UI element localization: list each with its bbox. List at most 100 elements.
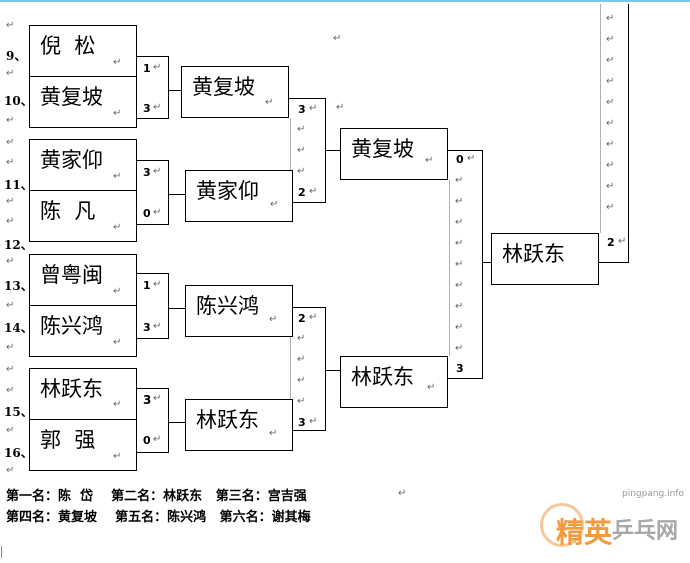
round1-player-box: 黄复坡 — [29, 76, 137, 128]
paragraph-mark: ↵ — [606, 76, 615, 87]
paragraph-mark: ↵ — [467, 153, 476, 164]
paragraph-mark: ↵ — [455, 343, 464, 354]
paragraph-mark: ↵ — [6, 425, 15, 436]
paragraph-mark: ↵ — [6, 115, 15, 126]
paragraph-mark: ↵ — [309, 312, 318, 323]
paragraph-mark: ↵ — [297, 396, 306, 407]
paragraph-mark: ↵ — [455, 196, 464, 207]
paragraph-mark: ↵ — [6, 68, 15, 79]
paragraph-mark: ↵ — [113, 222, 122, 233]
paragraph-mark: ↵ — [455, 301, 464, 312]
paragraph-mark: ↵ — [455, 217, 464, 228]
paragraph-mark: ↵ — [297, 375, 306, 386]
paragraph-mark: ↵ — [618, 236, 627, 247]
paragraph-mark: ↵ — [113, 171, 122, 182]
round1-player-box: 陈 凡 — [29, 190, 137, 242]
paragraph-mark: ↵ — [153, 434, 162, 445]
match-score: 1 — [143, 62, 151, 75]
paragraph-mark: ↵ — [6, 137, 15, 148]
paragraph-mark: ↵ — [297, 333, 306, 344]
seed-number: 10、 — [4, 94, 33, 108]
match-score: 2 — [298, 186, 306, 199]
page-top-border — [0, 0, 690, 2]
paragraph-mark: ↵ — [427, 382, 436, 393]
paragraph-mark: ↵ — [297, 166, 306, 177]
paragraph-mark: ↵ — [153, 62, 162, 73]
paragraph-mark: ↵ — [153, 207, 162, 218]
seed-number: 14、 — [4, 321, 33, 335]
watermark-site: pingpang.info — [621, 489, 684, 499]
match-score: 3 — [143, 166, 151, 179]
paragraph-mark: ↵ — [455, 175, 464, 186]
round2-player-box: 陈兴鸿 — [185, 285, 293, 337]
paragraph-mark: ↵ — [6, 256, 15, 267]
paragraph-mark: ↵ — [297, 124, 306, 135]
seed-number: 9、 — [6, 49, 27, 63]
paragraph-mark: ↵ — [153, 321, 162, 332]
match-score: 2 — [298, 312, 306, 325]
paragraph-mark: ↵ — [455, 259, 464, 270]
paragraph-mark: ↵ — [336, 102, 345, 113]
round1-player-box: 郭 强 — [29, 419, 137, 471]
paragraph-mark: ↵ — [153, 102, 162, 113]
paragraph-mark: ↵ — [309, 416, 318, 427]
round1-player-box: 黄家仰 — [29, 139, 137, 191]
paragraph-mark: ↵ — [6, 157, 15, 168]
paragraph-mark: ↵ — [6, 385, 15, 396]
match-score: 0 — [143, 434, 151, 447]
seed-number: 13、 — [4, 279, 33, 293]
round4-player-box: 林跃东 — [491, 233, 599, 285]
paragraph-mark: ↵ — [606, 181, 615, 192]
results-line-2: 第四名：黄复坡 第五名：陈兴鸿 第六名：谢其梅 — [6, 510, 311, 525]
ping-pong-paddle-icon — [540, 503, 584, 547]
seed-number: 15、 — [4, 405, 33, 419]
text-cursor — [1, 546, 2, 558]
paragraph-mark: ↵ — [269, 314, 278, 325]
watermark-logo: pingpang.info 精英 乒乓网 — [536, 489, 686, 559]
paragraph-mark: ↵ — [6, 300, 15, 311]
paragraph-mark: ↵ — [455, 322, 464, 333]
watermark-brand-main: 精英 — [556, 516, 613, 549]
paragraph-mark: ↵ — [606, 139, 615, 150]
paragraph-mark: ↵ — [265, 97, 274, 108]
paragraph-mark: ↵ — [6, 20, 15, 31]
paragraph-mark: ↵ — [398, 488, 407, 499]
paragraph-mark: ↵ — [113, 337, 122, 348]
paragraph-mark: ↵ — [333, 33, 342, 44]
paragraph-mark: ↵ — [606, 13, 615, 24]
results-line-1: 第一名：陈 岱 第二名：林跃东 第三名：宫吉强 — [6, 489, 307, 504]
seed-number: 16、 — [4, 446, 33, 460]
paragraph-mark: ↵ — [6, 364, 15, 375]
match-score: 3 — [456, 362, 464, 375]
paragraph-mark: ↵ — [297, 145, 306, 156]
match-score: 0 — [143, 207, 151, 220]
paragraph-mark: ↵ — [6, 196, 15, 207]
paragraph-mark: ↵ — [153, 393, 162, 404]
match-score: 3 — [143, 102, 151, 115]
match-score: 3 — [298, 416, 306, 429]
paragraph-mark: ↵ — [297, 354, 306, 365]
match-score: 3 — [298, 103, 306, 116]
paragraph-mark: ↵ — [309, 186, 318, 197]
paragraph-mark: ↵ — [606, 160, 615, 171]
paragraph-mark: ↵ — [113, 108, 122, 119]
paragraph-mark: ↵ — [309, 103, 318, 114]
paragraph-mark: ↵ — [6, 342, 15, 353]
round3-player-box: 黄复坡 — [340, 128, 448, 180]
paragraph-mark: ↵ — [6, 465, 15, 476]
seed-number: 11、 — [4, 178, 33, 192]
round1-player-box: 陈兴鸿 — [29, 305, 137, 357]
paragraph-mark: ↵ — [6, 216, 15, 227]
round2-player-box: 林跃东 — [185, 399, 293, 451]
round1-player-box: 倪 松 — [29, 25, 137, 77]
paragraph-mark: ↵ — [113, 286, 122, 297]
paragraph-mark: ↵ — [425, 155, 434, 166]
round1-player-box: 曾粤闽 — [29, 254, 137, 306]
paragraph-mark: ↵ — [113, 57, 122, 68]
paragraph-mark: ↵ — [606, 55, 615, 66]
paragraph-mark: ↵ — [153, 166, 162, 177]
paragraph-mark: ↵ — [270, 199, 279, 210]
paragraph-mark: ↵ — [269, 428, 278, 439]
paragraph-mark: ↵ — [455, 238, 464, 249]
paragraph-mark: ↵ — [606, 118, 615, 129]
